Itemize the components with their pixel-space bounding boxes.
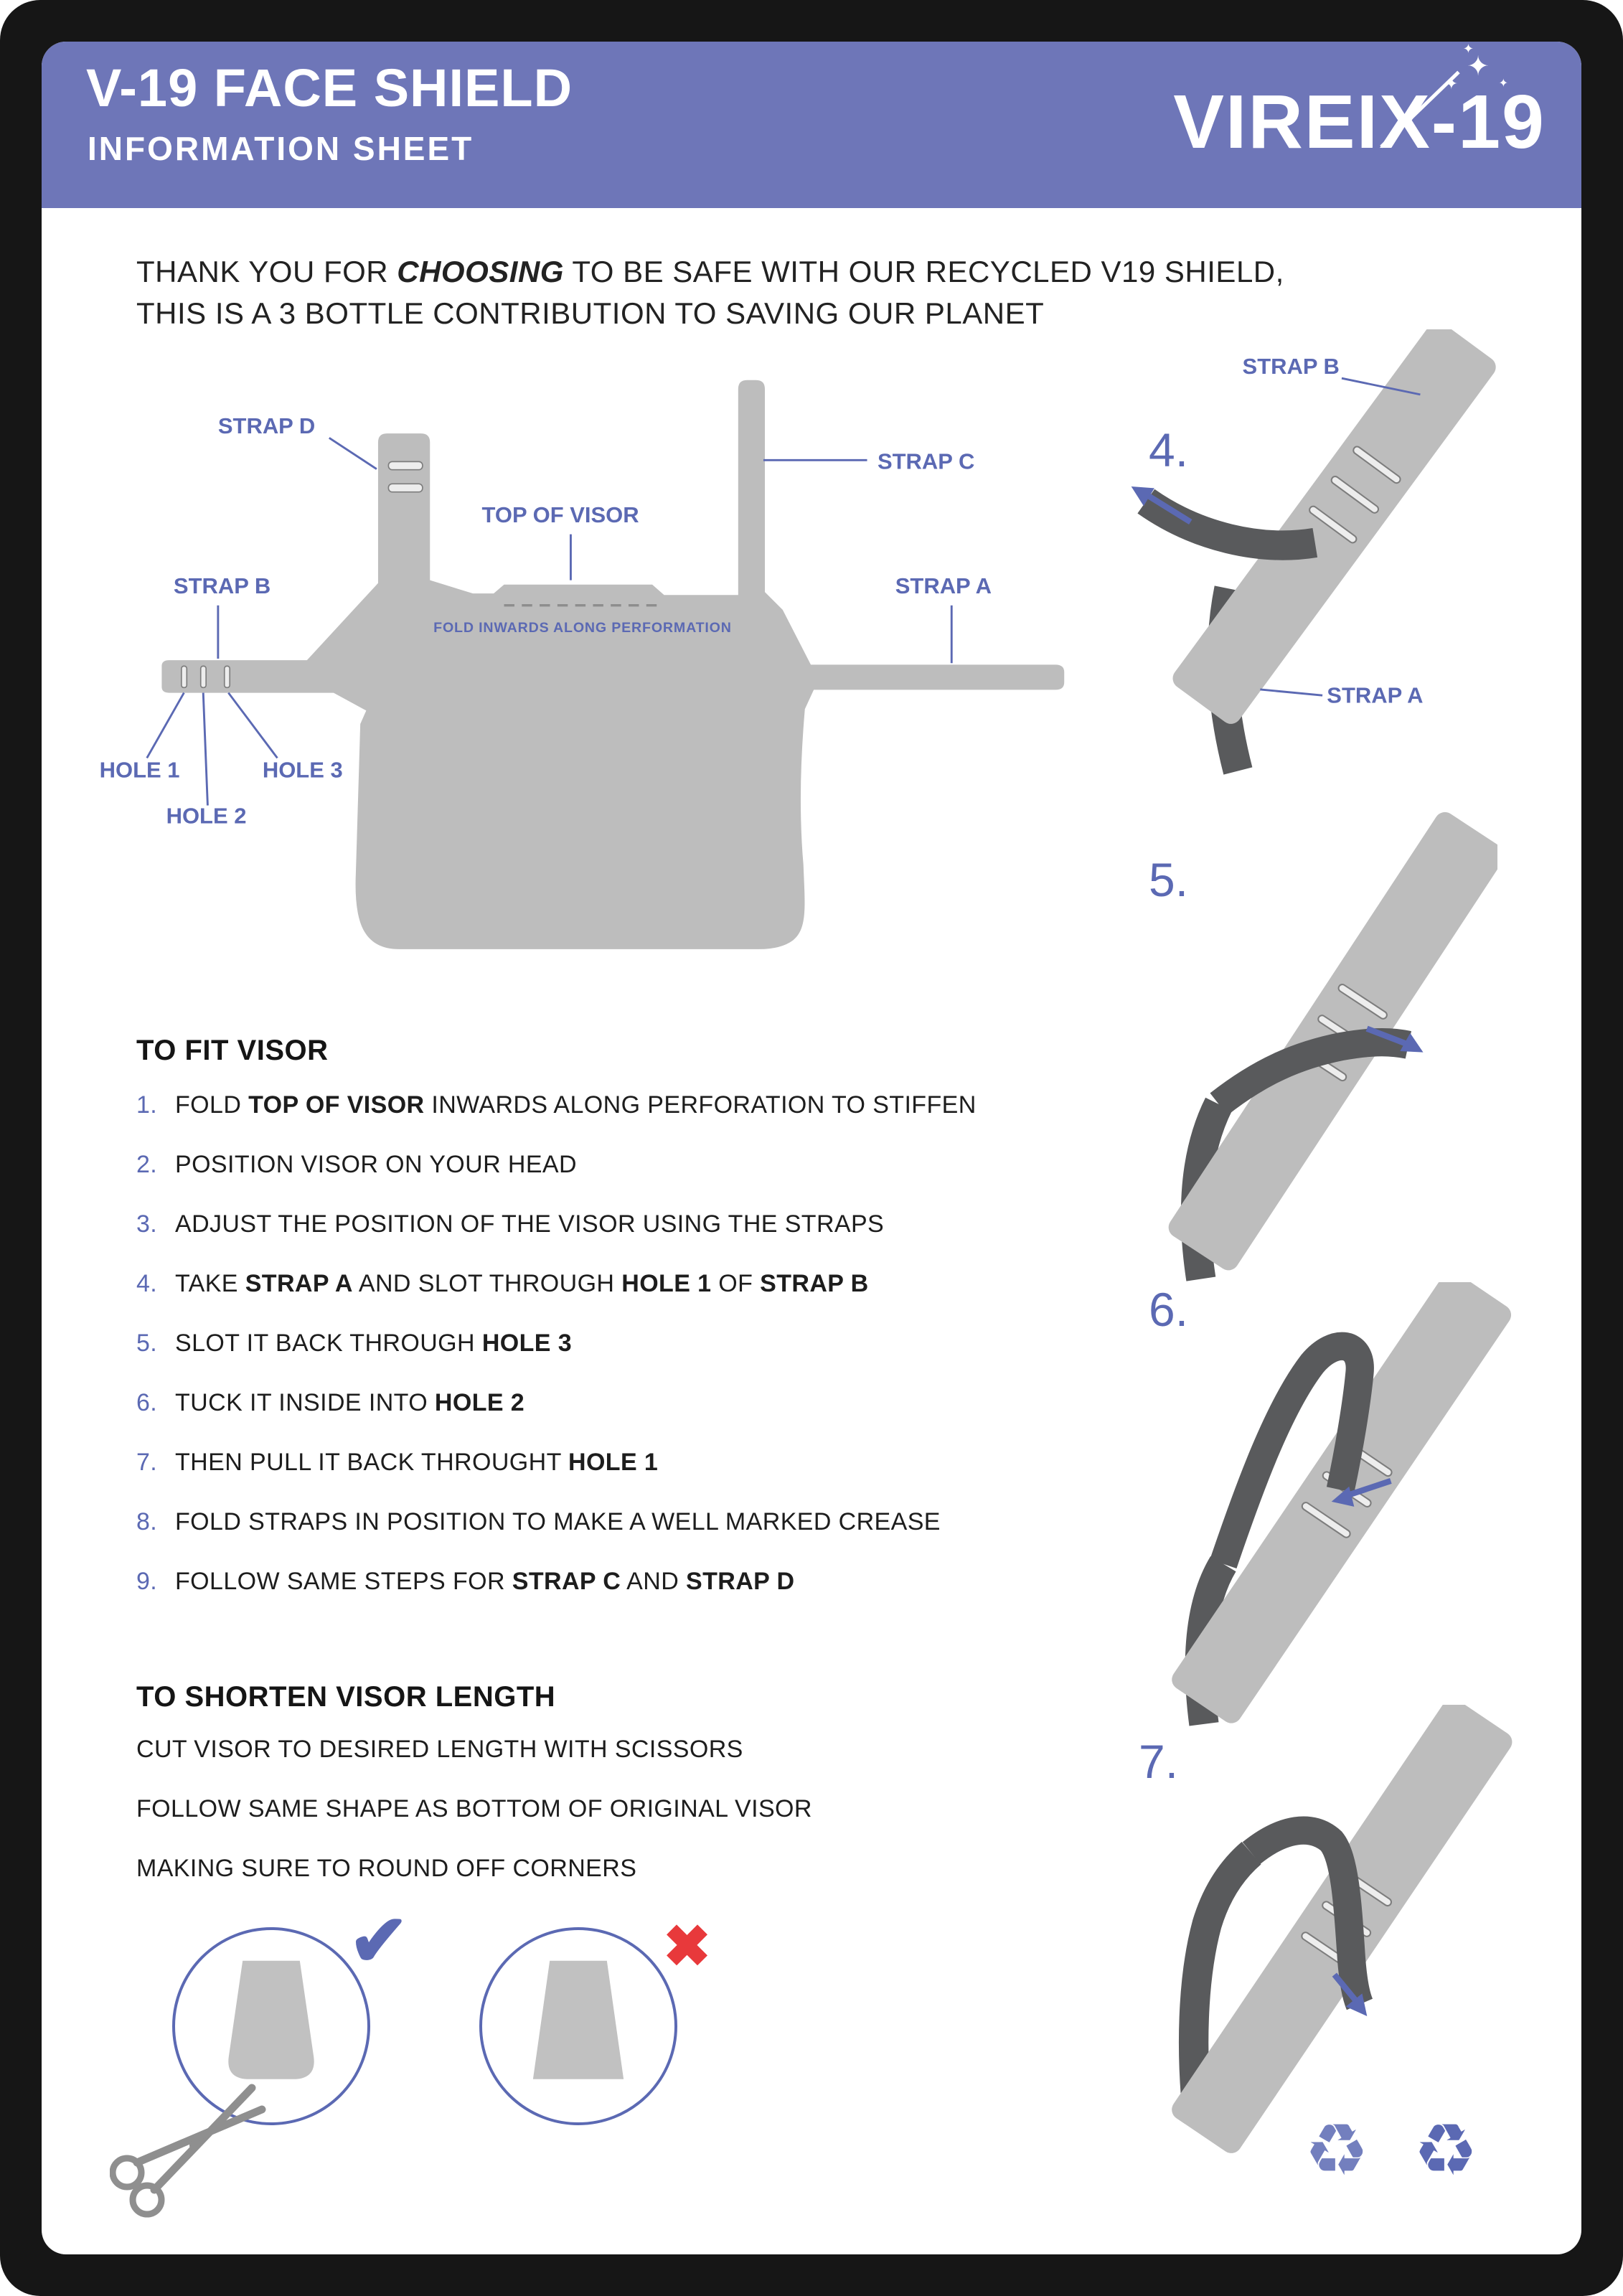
- sparkle-icon: ✦: [1462, 42, 1474, 56]
- direction-arrowhead: [1131, 486, 1154, 507]
- figure-step-7: [1172, 1705, 1513, 2153]
- fit-step-number: 1.: [136, 1091, 158, 1119]
- label-strap-d: STRAP D: [218, 413, 315, 438]
- fit-step-4: 4. TAKE STRAP A AND SLOT THROUGH HOLE 1 …: [136, 1269, 1112, 1298]
- direction-arrow: [1146, 492, 1192, 525]
- leader-line: [1341, 377, 1421, 396]
- figure-step-6: [1172, 1282, 1512, 1726]
- fit-step-number: 2.: [136, 1151, 158, 1178]
- direction-arrowhead: [1331, 1486, 1355, 1507]
- label-hole-1: HOLE 1: [100, 757, 180, 782]
- label-hole-2: HOLE 2: [166, 803, 247, 828]
- fit-step-8: 8. FOLD STRAPS IN POSITION TO MAKE A WEL…: [136, 1507, 1112, 1536]
- fit-step-5: 5. SLOT IT BACK THROUGH HOLE 3: [136, 1329, 1112, 1358]
- label-hole-3: HOLE 3: [263, 757, 343, 782]
- fit-step-text: THEN PULL IT BACK THROUGHT HOLE 1: [175, 1449, 659, 1476]
- shorten-section-title: TO SHORTEN VISOR LENGTH: [136, 1681, 556, 1713]
- intro-line-2: THIS IS A 3 BOTTLE CONTRIBUTION TO SAVIN…: [136, 296, 1045, 330]
- intro-text: THANK YOU FOR CHOOSING TO BE SAFE WITH O…: [136, 251, 1284, 334]
- visor-diagram: STRAP D TOP OF VISOR STRAP C STRAP B STR…: [100, 380, 1065, 949]
- shorten-lines: CUT VISOR TO DESIRED LENGTH WITH SCISSOR…: [136, 1735, 1112, 1914]
- step-number-7: 7.: [1139, 1735, 1179, 1788]
- label-strap-c: STRAP C: [878, 449, 974, 474]
- fit-step-number: 5.: [136, 1330, 158, 1357]
- sparkle-icon: ✦: [1498, 77, 1508, 90]
- scissors-icon: [110, 2084, 266, 2218]
- fit-step-3: 3. ADJUST THE POSITION OF THE VISOR USIN…: [136, 1210, 1112, 1238]
- correct-cut-circle: [172, 1927, 370, 2125]
- shorten-line-2: FOLLOW SAME SHAPE AS BOTTOM OF ORIGINAL …: [136, 1795, 812, 1822]
- shorten-line-1: CUT VISOR TO DESIRED LENGTH WITH SCISSOR…: [136, 1736, 743, 1763]
- sharp-corner-visor-shape: [532, 1960, 624, 2079]
- fit-section-title: TO FIT VISOR: [136, 1035, 329, 1066]
- leader-lines: [146, 437, 953, 806]
- page-title: V-19 FACE SHIELD: [86, 58, 573, 118]
- check-icon: ✔: [349, 1901, 409, 1981]
- fit-steps-list: 1. FOLD TOP OF VISOR INWARDS ALONG PERFO…: [136, 1091, 1112, 1627]
- label-strap-a: STRAP A: [895, 573, 992, 598]
- fit-step-text: TAKE STRAP A AND SLOT THROUGH HOLE 1 OF …: [175, 1270, 869, 1297]
- recycle-outline-icon: ♻: [1304, 2110, 1369, 2191]
- fit-step-number: 7.: [136, 1449, 158, 1476]
- direction-arrow: [1350, 1478, 1392, 1497]
- fit-step-number: 3.: [136, 1210, 158, 1238]
- leader-line: [1260, 688, 1323, 697]
- step-number-5: 5.: [1149, 853, 1189, 906]
- rounded-corner-visor-shape: [228, 1960, 314, 2079]
- direction-arrow: [1365, 1025, 1407, 1047]
- fit-step-2: 2. POSITION VISOR ON YOUR HEAD: [136, 1150, 1112, 1179]
- page-subtitle: INFORMATION SHEET: [88, 130, 474, 167]
- label-strap-a: STRAP A: [1327, 683, 1423, 708]
- step-number-6: 6.: [1149, 1283, 1189, 1336]
- strap-through-hole: [1242, 1816, 1373, 2010]
- header-bar: V-19 FACE SHIELD INFORMATION SHEET VIREI…: [42, 42, 1581, 208]
- label-strap-b: STRAP B: [1243, 354, 1340, 379]
- label-strap-b: STRAP B: [174, 573, 270, 598]
- fit-step-9: 9. FOLLOW SAME STEPS FOR STRAP C AND STR…: [136, 1567, 1112, 1596]
- label-fold-note: FOLD INWARDS ALONG PERFORMATION: [433, 620, 732, 636]
- hole-3-slot: [223, 665, 231, 689]
- hole-2-slot: [199, 665, 207, 689]
- intro-line-1: THANK YOU FOR CHOOSING TO BE SAFE WITH O…: [136, 255, 1284, 288]
- direction-arrow: [1332, 1972, 1358, 2002]
- shorten-line-3: MAKING SURE TO ROUND OFF CORNERS: [136, 1855, 637, 1882]
- fit-step-number: 4.: [136, 1270, 158, 1297]
- fit-step-text: ADJUST THE POSITION OF THE VISOR USING T…: [175, 1210, 885, 1238]
- fit-step-6: 6. TUCK IT INSIDE INTO HOLE 2: [136, 1388, 1112, 1417]
- fit-step-text: POSITION VISOR ON YOUR HEAD: [175, 1151, 577, 1178]
- sparkle-icon: ✦: [1467, 52, 1490, 82]
- fit-step-text: FOLD STRAPS IN POSITION TO MAKE A WELL M…: [175, 1508, 941, 1535]
- fit-step-number: 8.: [136, 1508, 158, 1535]
- direction-arrowhead: [1345, 1993, 1368, 2016]
- brand-logo: VIREIX-19: [1173, 80, 1546, 164]
- strap-loop: [1210, 1332, 1374, 1568]
- strap-tail: [1178, 1841, 1261, 2122]
- fit-step-7: 7. THEN PULL IT BACK THROUGHT HOLE 1: [136, 1448, 1112, 1477]
- figure-step-4: STRAP B STRAP A: [1131, 329, 1496, 775]
- cross-icon: ✖: [663, 1914, 712, 1978]
- hole-1-slot: [181, 665, 188, 689]
- label-top-of-visor: TOP OF VISOR: [482, 502, 639, 527]
- fit-step-number: 6.: [136, 1389, 158, 1416]
- step-number-4: 4.: [1149, 423, 1189, 476]
- sparkle-icon: ✦: [1444, 75, 1458, 93]
- figure-step-5: [1168, 811, 1497, 1281]
- fit-step-text: FOLLOW SAME STEPS FOR STRAP C AND STRAP …: [175, 1568, 795, 1595]
- strap-d-slot: [387, 483, 423, 493]
- strap-b-band: [1172, 329, 1496, 724]
- fit-step-number: 9.: [136, 1568, 158, 1595]
- strap-over-band: [1210, 1027, 1411, 1116]
- visor-shape: [161, 380, 1065, 949]
- recycle-solid-icon: ♻: [1413, 2110, 1478, 2191]
- strap-a-end: [1137, 489, 1318, 560]
- wrong-cut-circle: [479, 1927, 677, 2125]
- direction-arrowhead: [1400, 1032, 1424, 1053]
- fit-step-text: SLOT IT BACK THROUGH HOLE 3: [175, 1330, 573, 1357]
- sheet: V-19 FACE SHIELD INFORMATION SHEET VIREI…: [42, 42, 1581, 2254]
- fit-step-text: FOLD TOP OF VISOR INWARDS ALONG PERFORAT…: [175, 1091, 977, 1119]
- fit-step-1: 1. FOLD TOP OF VISOR INWARDS ALONG PERFO…: [136, 1091, 1112, 1119]
- fit-step-text: TUCK IT INSIDE INTO HOLE 2: [175, 1389, 525, 1416]
- strap-d-slot: [387, 461, 423, 471]
